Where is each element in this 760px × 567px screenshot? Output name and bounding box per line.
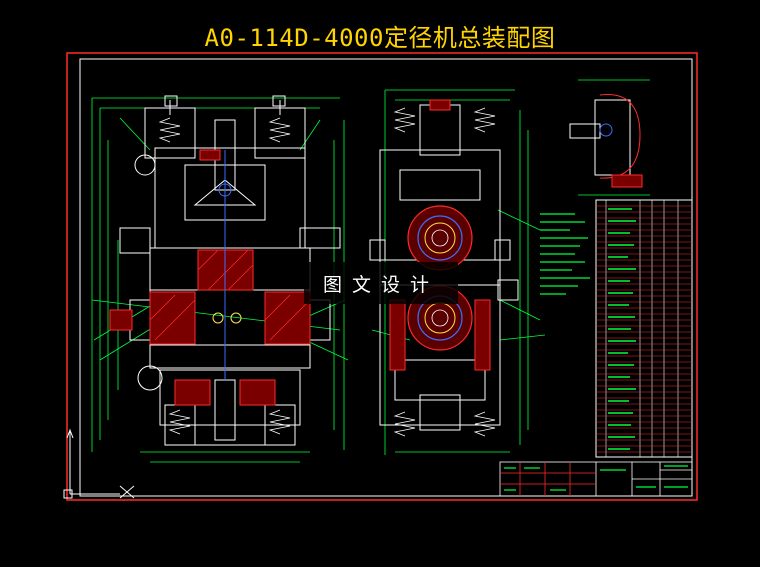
watermark-label: 图文设计 xyxy=(304,262,458,304)
parts-list-rows xyxy=(596,205,692,453)
front-view xyxy=(91,95,349,463)
outer-frame xyxy=(66,52,698,501)
side-view-dimensions xyxy=(371,89,546,455)
drawing-title: A0-114D-4000定径机总装配图 xyxy=(204,24,556,52)
title-block xyxy=(499,461,693,497)
ucs-axes-icon xyxy=(63,428,135,499)
technical-notes xyxy=(540,213,590,295)
parts-list-entries xyxy=(608,208,636,450)
parts-list-table xyxy=(595,199,693,458)
detail-view xyxy=(569,79,650,196)
